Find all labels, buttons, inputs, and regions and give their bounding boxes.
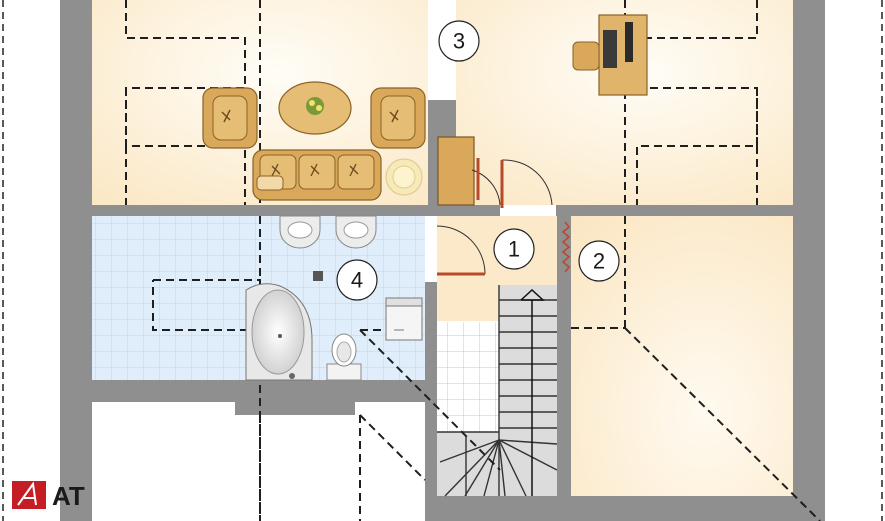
- armchair-left: [202, 87, 258, 149]
- room-lower-left: [92, 402, 235, 521]
- room-lower-mid: [355, 402, 425, 521]
- floor-lamp: [385, 158, 423, 196]
- bathtub: [245, 283, 313, 381]
- staircase: [437, 285, 558, 497]
- room-label-1: 1: [493, 228, 535, 270]
- sink-right: [335, 215, 377, 249]
- door-room-3: [471, 158, 553, 208]
- logo-icon: [12, 481, 46, 509]
- svg-text:2: 2: [593, 249, 605, 274]
- sink-left: [279, 215, 321, 249]
- room-label-2: 2: [578, 240, 620, 282]
- floor-drain: [313, 271, 323, 281]
- desk: [572, 14, 648, 96]
- coffee-table: [278, 81, 352, 135]
- door-room-2: [561, 221, 571, 273]
- stair-direction-arrow: [520, 288, 545, 496]
- lower-dashed-lines: [259, 414, 426, 521]
- toilet: [326, 333, 362, 381]
- sofa: [252, 149, 382, 201]
- stair-landing-tiles: [437, 322, 499, 432]
- room-label-4: 4: [336, 259, 378, 301]
- door-room-4: [436, 225, 486, 276]
- room-label-3: 3: [438, 20, 480, 62]
- svg-text:1: 1: [508, 237, 520, 262]
- svg-text:4: 4: [351, 268, 363, 293]
- wardrobe: [437, 136, 475, 206]
- svg-text:3: 3: [453, 29, 465, 54]
- logo-text: AT: [52, 481, 85, 511]
- washing-machine: [385, 297, 423, 341]
- armchair-right: [370, 87, 426, 149]
- brand-logo: AT: [12, 481, 85, 511]
